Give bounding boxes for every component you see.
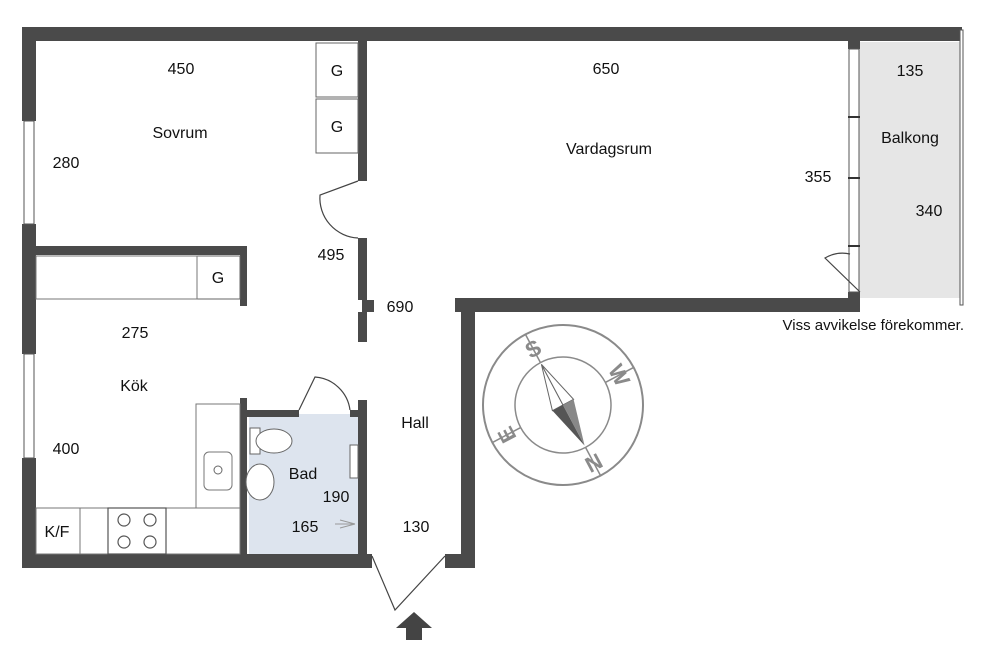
hall-depth: 690 [387,299,414,316]
vardagsrum-depth: 355 [805,169,832,186]
kok-width: 275 [122,325,149,342]
windows [23,29,964,459]
balkong-width: 135 [897,63,924,80]
balkong-name: Balkong [881,130,939,147]
stove-icon [107,507,167,555]
kok-depth: 400 [53,441,80,458]
compass-rose-icon: S N W E [482,324,644,486]
bad-depth: 190 [323,489,350,506]
walls [22,27,962,568]
kitchen-counter [35,255,241,555]
vardagsrum-name: Vardagsrum [566,141,652,158]
compass-w-label: W [603,360,635,390]
hall-name: Hall [401,415,429,432]
hall-extra: 495 [318,247,345,264]
sovrum-width: 450 [168,61,195,78]
door-swings [298,180,861,612]
wardrobe-label-3: G [212,270,224,287]
disclaimer-text: Viss avvikelse förekommer. [783,317,964,334]
wardrobe-label-1: G [331,63,343,80]
wardrobe-label-2: G [331,119,343,136]
vardagsrum-width: 650 [593,61,620,78]
bathroom-fixtures [245,427,359,501]
compass-e-label: E [492,422,521,447]
sovrum-name: Sovrum [152,125,207,142]
shower-icon [335,519,356,529]
hall-width: 130 [403,519,430,536]
entrance-arrow-icon [396,612,432,640]
balkong-depth: 340 [916,203,943,220]
wardrobes [196,42,359,300]
fridge-label: K/F [45,524,70,541]
bad-width: 165 [292,519,319,536]
compass-s-label: S [521,334,546,363]
kok-name: Kök [120,378,149,395]
compass-n-label: N [581,448,607,478]
sink-drain-icon [213,465,223,475]
bad-name: Bad [289,466,317,483]
balcony-floor [857,42,960,298]
sovrum-depth: 280 [53,155,80,172]
